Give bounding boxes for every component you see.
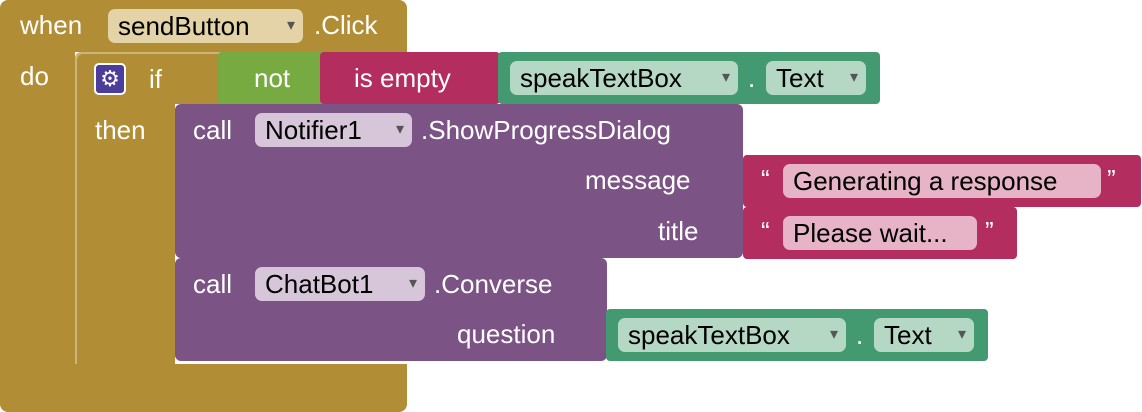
component-name: speakTextBox bbox=[520, 63, 682, 93]
component-name: speakTextBox bbox=[628, 320, 790, 350]
call-label: call bbox=[193, 269, 233, 299]
when-label: when bbox=[20, 10, 83, 40]
dot-separator: . bbox=[748, 63, 756, 93]
close-quote: ” bbox=[985, 216, 994, 246]
chevron-down-icon: ▾ bbox=[286, 17, 295, 34]
not-label: not bbox=[254, 63, 291, 93]
question-param-label: question bbox=[457, 319, 556, 349]
dot-separator: . bbox=[856, 320, 864, 350]
component-dropdown-sendbutton[interactable]: sendButton ▾ bbox=[108, 9, 303, 43]
event-block-send-button-click[interactable]: when sendButton ▾ .Click do bbox=[0, 0, 407, 412]
component-dropdown-notifier1[interactable]: Notifier1 ▾ bbox=[255, 113, 412, 147]
property-name: Text bbox=[776, 63, 824, 93]
event-spine bbox=[0, 52, 75, 364]
title-param-label: title bbox=[658, 216, 699, 246]
notifier-call-block[interactable]: call Notifier1 ▾ .ShowProgressDialog mes… bbox=[175, 104, 743, 258]
close-quote: ” bbox=[1107, 164, 1116, 194]
chevron-down-icon: ▾ bbox=[721, 69, 730, 86]
event-name: .Click bbox=[314, 10, 378, 40]
method-name: .ShowProgressDialog bbox=[421, 115, 672, 145]
text-value: Generating a response bbox=[793, 166, 1058, 196]
component-dropdown-chatbot1[interactable]: ChatBot1 ▾ bbox=[255, 267, 425, 301]
if-block[interactable]: ⚙ if then bbox=[75, 52, 235, 384]
chevron-down-icon: ▾ bbox=[957, 326, 966, 343]
component-name: Notifier1 bbox=[265, 115, 362, 145]
component-name: sendButton bbox=[118, 11, 250, 41]
property-dropdown-text[interactable]: Text ▾ bbox=[766, 61, 866, 95]
do-label: do bbox=[20, 61, 49, 91]
not-block[interactable]: not bbox=[218, 52, 336, 104]
component-name: ChatBot1 bbox=[265, 269, 374, 299]
gear-icon[interactable]: ⚙ bbox=[94, 63, 126, 95]
text-field-title[interactable]: Please wait... bbox=[783, 216, 977, 250]
chevron-down-icon: ▾ bbox=[849, 69, 858, 86]
getter-block-speaktextbox-text[interactable]: speakTextBox ▾ . Text ▾ bbox=[498, 52, 880, 104]
if-spine bbox=[75, 104, 175, 364]
method-name: .Converse bbox=[434, 269, 553, 299]
component-dropdown-speaktextbox[interactable]: speakTextBox ▾ bbox=[618, 318, 846, 352]
chatbot-call-block[interactable]: call ChatBot1 ▾ .Converse question bbox=[175, 258, 607, 361]
chevron-down-icon: ▾ bbox=[395, 121, 404, 138]
property-dropdown-text[interactable]: Text ▾ bbox=[874, 318, 974, 352]
chevron-down-icon: ▾ bbox=[829, 326, 838, 343]
open-quote: “ bbox=[761, 164, 770, 194]
message-param-label: message bbox=[585, 165, 691, 195]
then-label: then bbox=[95, 115, 146, 145]
open-quote: “ bbox=[761, 216, 770, 246]
text-value: Please wait... bbox=[793, 218, 948, 248]
text-field-message[interactable]: Generating a response bbox=[783, 164, 1101, 198]
chevron-down-icon: ▾ bbox=[408, 275, 417, 292]
if-label: if bbox=[149, 64, 162, 94]
getter-block-question-speaktextbox-text[interactable]: speakTextBox ▾ . Text ▾ bbox=[606, 309, 988, 361]
property-name: Text bbox=[884, 320, 932, 350]
call-label: call bbox=[193, 115, 233, 145]
is-empty-block[interactable]: is empty bbox=[320, 52, 500, 104]
component-dropdown-speaktextbox[interactable]: speakTextBox ▾ bbox=[510, 61, 738, 95]
text-block-title[interactable]: “ Please wait... ” bbox=[743, 207, 1017, 259]
is-empty-label: is empty bbox=[354, 63, 451, 93]
text-block-message[interactable]: “ Generating a response ” bbox=[743, 155, 1141, 207]
if-footer bbox=[75, 364, 235, 384]
